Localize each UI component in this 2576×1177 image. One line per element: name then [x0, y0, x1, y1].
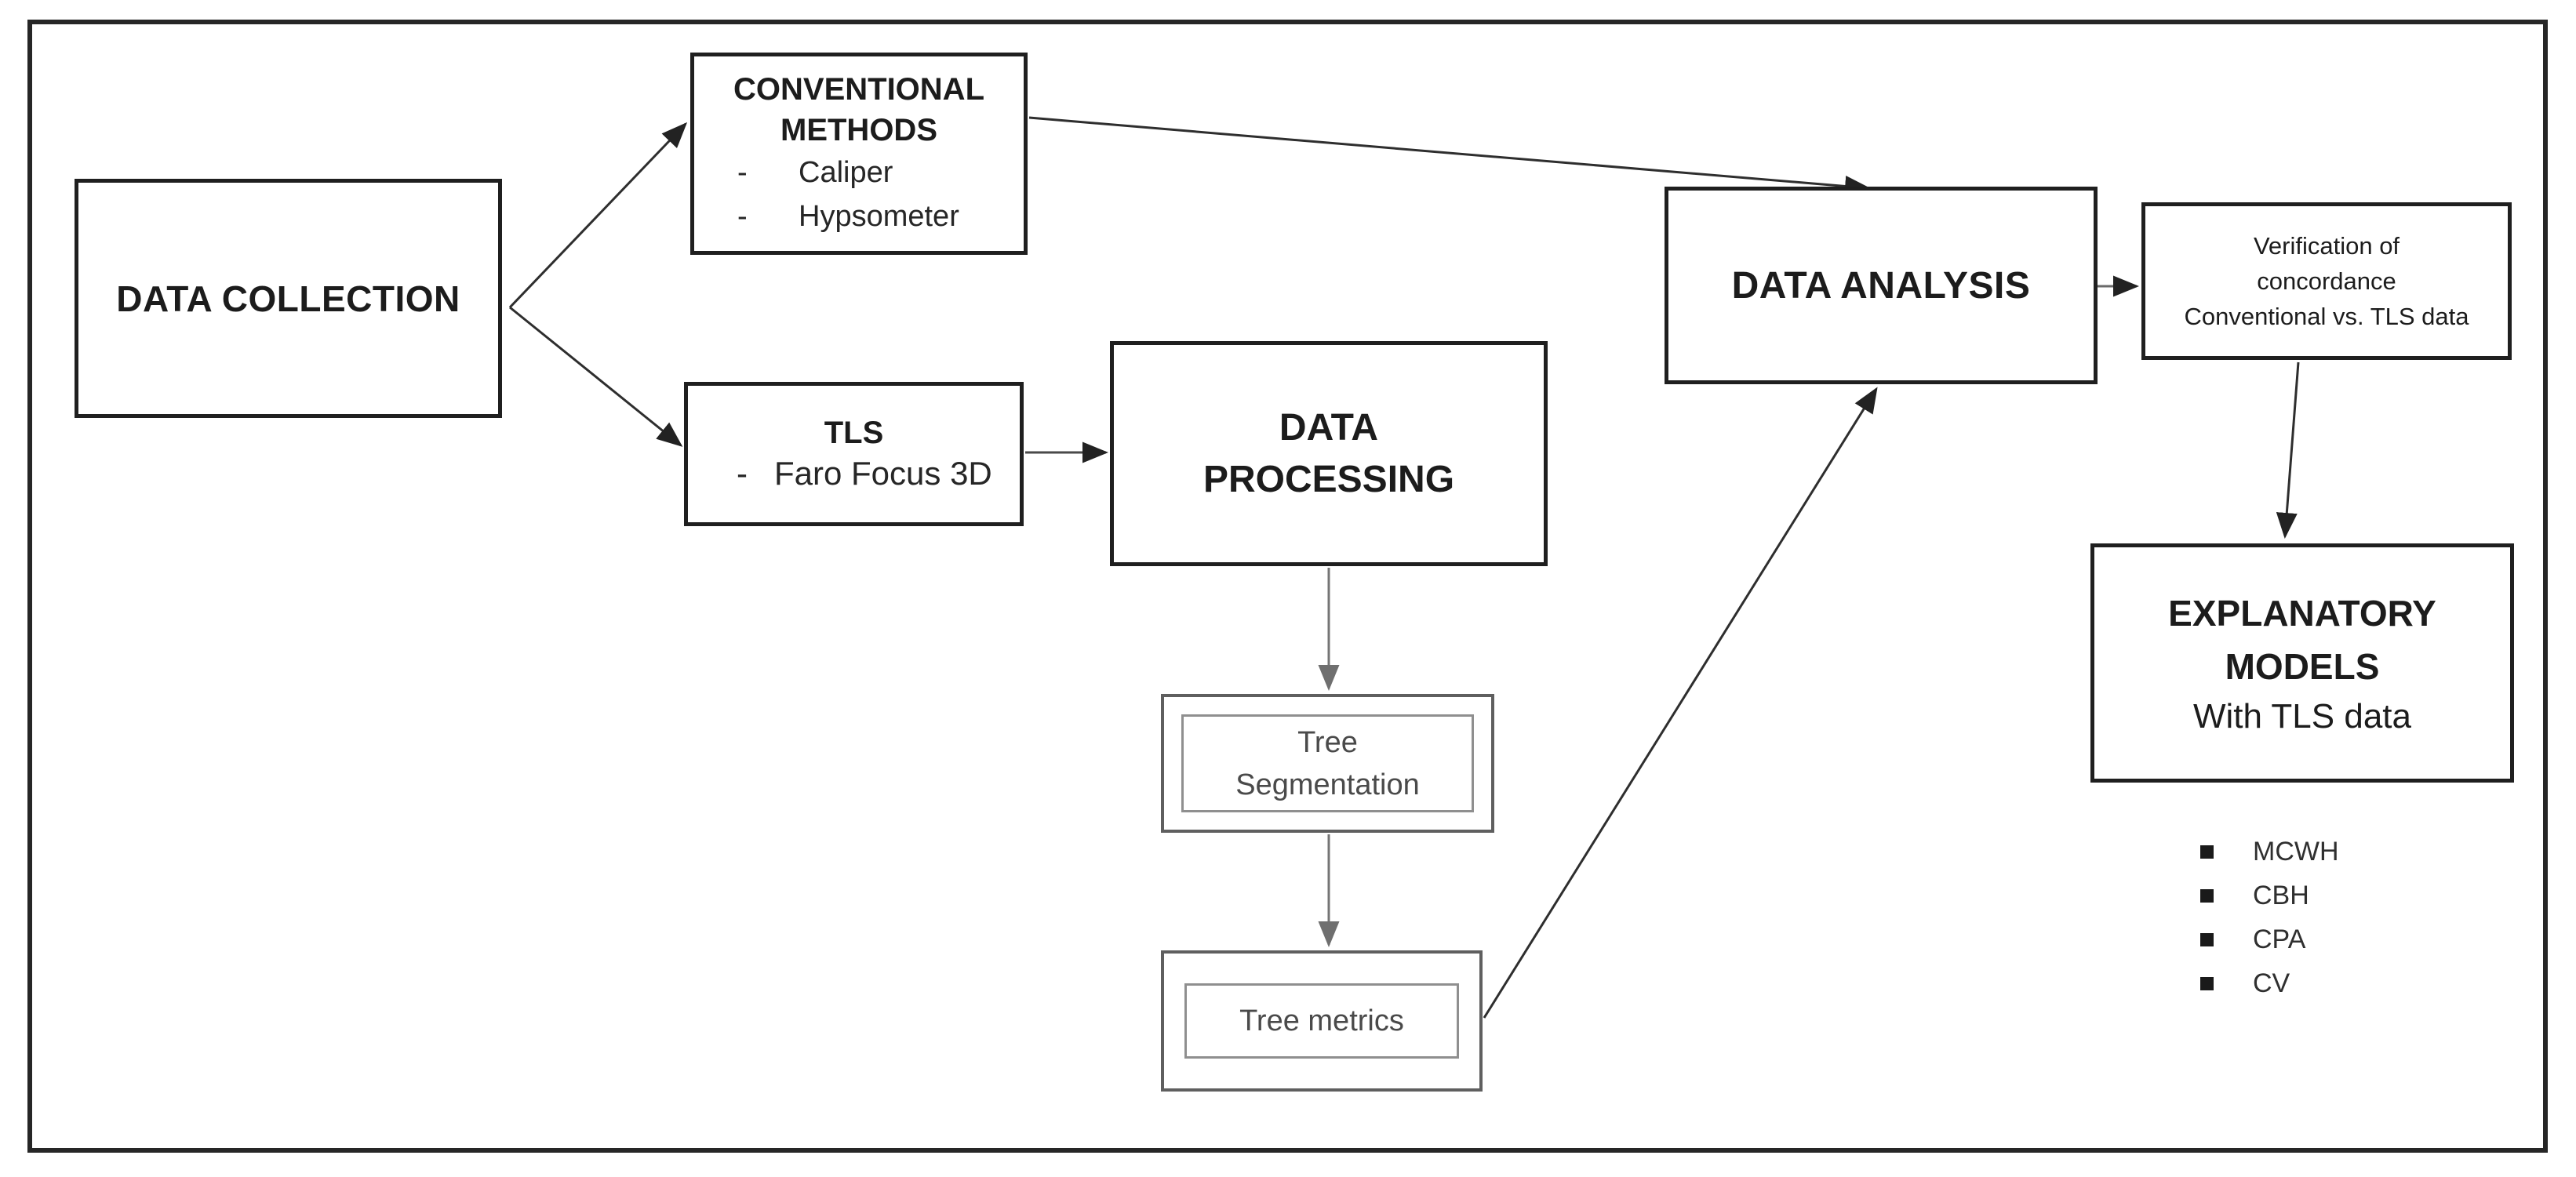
- dash-glyph: -: [737, 455, 748, 492]
- verification-line2: concordance: [2257, 267, 2396, 295]
- list-item: CV: [2200, 961, 2339, 1005]
- explanatory-title-line1: EXPLANATORY: [2168, 592, 2436, 634]
- tls-item-faro-focus: - Faro Focus 3D: [688, 452, 992, 495]
- node-data-collection: DATA COLLECTION: [75, 179, 502, 418]
- data-processing-line1: DATA: [1279, 406, 1379, 449]
- conventional-item-caliper: - Caliper: [694, 151, 893, 194]
- conventional-title-line2: METHODS: [780, 113, 937, 147]
- list-item: MCWH: [2200, 830, 2339, 874]
- tree-metrics-inner-box: Tree metrics: [1184, 983, 1459, 1059]
- square-bullet-icon: [2200, 976, 2214, 990]
- node-data-processing: DATA PROCESSING: [1110, 341, 1548, 566]
- square-bullet-icon: [2200, 932, 2214, 946]
- metric-label: CPA: [2253, 924, 2306, 954]
- verification-line3: Conventional vs. TLS data: [2184, 303, 2469, 330]
- node-tree-segmentation: Tree Segmentation: [1161, 694, 1494, 833]
- data-analysis-label: DATA ANALYSIS: [1731, 264, 2031, 307]
- node-explanatory-models: EXPLANATORY MODELS With TLS data: [2090, 543, 2514, 783]
- tree-segmentation-inner-box: Tree Segmentation: [1181, 714, 1474, 812]
- conventional-title-line1: CONVENTIONAL: [733, 72, 984, 107]
- tls-item-label: Faro Focus 3D: [774, 455, 992, 492]
- metric-label: CV: [2253, 968, 2290, 998]
- list-item: CBH: [2200, 874, 2339, 917]
- conventional-item-label: Hypsometer: [799, 200, 959, 233]
- explanatory-title-line2: MODELS: [2225, 645, 2380, 687]
- square-bullet-icon: [2200, 845, 2214, 859]
- dash-glyph: -: [737, 200, 748, 233]
- node-tls: TLS - Faro Focus 3D: [684, 382, 1024, 526]
- conventional-item-label: Caliper: [799, 156, 893, 189]
- node-conventional-methods: CONVENTIONAL METHODS - Caliper - Hypsome…: [690, 53, 1028, 255]
- node-tree-metrics: Tree metrics: [1161, 950, 1483, 1092]
- list-item: CPA: [2200, 917, 2339, 961]
- data-processing-line2: PROCESSING: [1202, 458, 1455, 500]
- node-verification: Verification of concordance Conventional…: [2141, 202, 2512, 360]
- conventional-item-hypsometer: - Hypsometer: [694, 194, 959, 238]
- metrics-list: MCWH CBH CPA CV: [2200, 830, 2339, 1005]
- metric-label: CBH: [2253, 880, 2309, 910]
- tree-metrics-label: Tree metrics: [1239, 1004, 1404, 1037]
- dash-glyph: -: [737, 156, 748, 189]
- metric-label: MCWH: [2253, 836, 2339, 866]
- tree-segmentation-line1: Tree: [1297, 725, 1358, 759]
- verification-line1: Verification of: [2253, 232, 2400, 260]
- node-data-analysis: DATA ANALYSIS: [1665, 187, 2098, 384]
- tls-title: TLS: [824, 416, 884, 450]
- explanatory-subtitle: With TLS data: [2193, 696, 2411, 736]
- data-collection-label: DATA COLLECTION: [116, 278, 460, 319]
- figure-border: [27, 20, 2548, 1153]
- tree-segmentation-line2: Segmentation: [1235, 768, 1420, 801]
- square-bullet-icon: [2200, 888, 2214, 903]
